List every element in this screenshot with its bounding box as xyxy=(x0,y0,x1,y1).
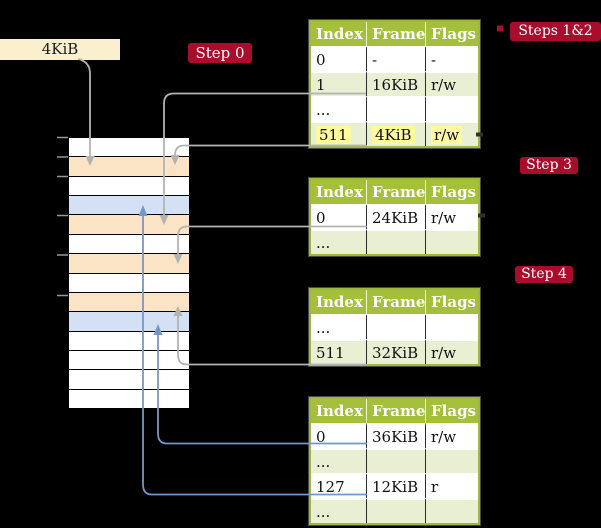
column-header-frame: Frame xyxy=(366,180,425,204)
memory-row-white xyxy=(69,369,189,389)
table-cell-index: ... xyxy=(311,96,366,121)
table-cell-index: 1 xyxy=(311,71,366,96)
memory-row-white xyxy=(69,175,189,196)
memory-row-blue xyxy=(69,195,189,215)
table-cell-flags: r/w xyxy=(425,121,478,146)
table-cell-frame: 24KiB xyxy=(366,204,425,229)
table-cell-flags: r/w xyxy=(425,339,478,364)
memory-row-peach xyxy=(69,253,189,273)
memory-row-white xyxy=(69,272,189,292)
memory-row-white xyxy=(69,138,189,157)
table-cell-frame: 16KiB xyxy=(366,71,425,96)
column-header-flags: Flags xyxy=(425,180,478,204)
badge-pointer-mark xyxy=(497,25,503,32)
column-header-index: Index xyxy=(311,22,366,46)
column-header-flags: Flags xyxy=(425,22,478,46)
table-cell-frame: 4KiB xyxy=(366,121,425,146)
column-header-index: Index xyxy=(311,290,366,314)
table-cell-index: 511 xyxy=(311,121,366,146)
table-cell-index: 0 xyxy=(311,46,366,71)
table-cell-frame xyxy=(366,314,425,339)
table-cell-flags: r/w xyxy=(425,204,478,229)
table-cell-frame xyxy=(366,229,425,254)
frame-size-label: 4KiB xyxy=(0,39,120,60)
memory-row-peach xyxy=(69,156,189,176)
column-header-flags: Flags xyxy=(425,399,478,423)
column-header-index: Index xyxy=(311,180,366,204)
table-cell-index: 127 xyxy=(311,473,366,498)
memory-row-white xyxy=(69,330,189,350)
table-cell-index: ... xyxy=(311,448,366,473)
table-cell-flags: - xyxy=(425,46,478,71)
table-cell-flags: r/w xyxy=(425,71,478,96)
table-cell-frame: - xyxy=(366,46,425,71)
column-header-frame: Frame xyxy=(366,22,425,46)
table-cell-index: 0 xyxy=(311,204,366,229)
table-cell-index: ... xyxy=(311,498,366,523)
page-table-1: Index Frame Flags 0 - - 1 16KiB r/w ... … xyxy=(309,20,480,148)
memory-row-white xyxy=(69,388,189,409)
page-table-4: Index Frame Flags 0 36KiB r/w ... 127 12… xyxy=(309,397,480,525)
table-cell-flags xyxy=(425,314,478,339)
page-table-3: Index Frame Flags ... 511 32KiB r/w xyxy=(309,288,480,366)
table-cell-frame: 36KiB xyxy=(366,423,425,448)
highlighted-value: 511 xyxy=(316,125,351,144)
badge-step-4: Step 4 xyxy=(515,266,573,283)
memory-row-blue xyxy=(69,311,189,331)
table-cell-index: 0 xyxy=(311,423,366,448)
badge-steps-1-2: Steps 1&2 xyxy=(510,22,601,41)
table-cell-frame xyxy=(366,448,425,473)
memory-row-peach xyxy=(69,214,189,234)
table-cell-flags: r/w xyxy=(425,423,478,448)
memory-column xyxy=(68,137,190,409)
column-header-frame: Frame xyxy=(366,290,425,314)
highlighted-value: 4KiB xyxy=(372,125,415,144)
table-cell-flags: r xyxy=(425,473,478,498)
table-cell-index: 511 xyxy=(311,339,366,364)
memory-row-white xyxy=(69,233,189,254)
table-cell-frame xyxy=(366,96,425,121)
table-cell-frame xyxy=(366,498,425,523)
table-cell-flags xyxy=(425,448,478,473)
table-cell-flags xyxy=(425,229,478,254)
table-cell-frame: 32KiB xyxy=(366,339,425,364)
memory-row-white xyxy=(69,349,189,370)
table-cell-index: ... xyxy=(311,229,366,254)
badge-step-0: Step 0 xyxy=(188,43,252,63)
badge-step-3: Step 3 xyxy=(520,157,578,174)
memory-address-ticks xyxy=(57,136,68,297)
column-header-frame: Frame xyxy=(366,399,425,423)
table-cell-flags xyxy=(425,498,478,523)
memory-row-peach xyxy=(69,291,189,312)
column-header-flags: Flags xyxy=(425,290,478,314)
table-cell-frame: 12KiB xyxy=(366,473,425,498)
table-cell-index: ... xyxy=(311,314,366,339)
highlighted-value: r/w xyxy=(431,125,463,144)
table-cell-flags xyxy=(425,96,478,121)
page-table-2: Index Frame Flags 0 24KiB r/w ... xyxy=(309,178,480,256)
column-header-index: Index xyxy=(311,399,366,423)
